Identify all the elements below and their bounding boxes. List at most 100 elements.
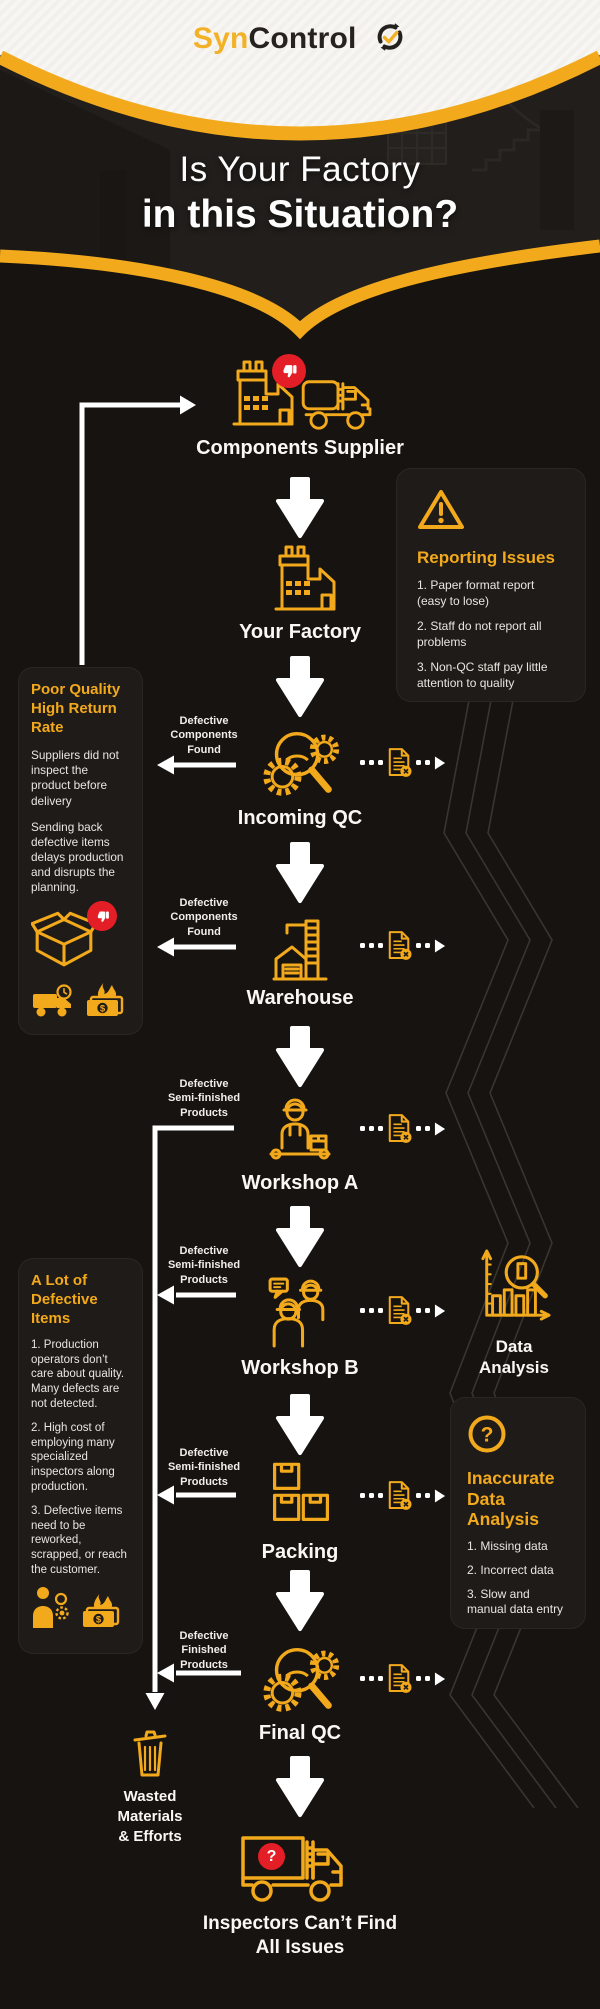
- brand-logo: SynControl: [0, 20, 600, 56]
- dot: [360, 760, 365, 765]
- question-badge: ?: [258, 1843, 285, 1870]
- right-arrowhead-icon: [434, 1304, 446, 1317]
- rejected-document-icon: [388, 748, 412, 777]
- station-label-warehouse: Warehouse: [246, 987, 354, 1009]
- callout-item: 1. Paper format report (easy to lose): [417, 578, 535, 608]
- thumbs-down-badge: [87, 901, 117, 932]
- rejected-document-icon: [388, 1114, 412, 1143]
- callout-poor-quality: Poor Quality High Return Rate Suppliers …: [18, 667, 143, 1035]
- rejected-document-icon: [388, 1296, 412, 1325]
- callout-item: 1. Missing data: [467, 1538, 548, 1553]
- dot: [360, 943, 365, 948]
- dot: [424, 1126, 430, 1131]
- station-label-final-qc: Final QC: [258, 1722, 342, 1744]
- dot: [360, 1676, 365, 1681]
- callout-title: Reporting Issues: [417, 548, 555, 567]
- station-label-inspectors: Inspectors Can’t Find All Issues: [202, 1913, 398, 1959]
- reject-label-warehouse: Defective Components Found: [170, 897, 238, 938]
- dot: [415, 760, 421, 765]
- right-arrowhead-icon: [434, 1489, 446, 1502]
- callout-item: 1. Production operators don’t care about…: [31, 1339, 125, 1410]
- station-label-incoming-qc: Incoming QC: [237, 807, 363, 829]
- dot: [378, 1308, 383, 1313]
- report-doc-arrow-workshop-b: [360, 1294, 446, 1327]
- dot: [415, 1676, 421, 1681]
- dot: [378, 760, 383, 765]
- page-title: Is Your Factory in this Situation?: [0, 150, 600, 237]
- brand-logo-rest: Control: [248, 22, 357, 55]
- callout-item: 3. Slow and manual data entry: [467, 1586, 564, 1616]
- wasted-materials-label: Wasted Materials & Efforts: [117, 1788, 183, 1845]
- sync-check-icon: [377, 23, 403, 51]
- dot: [415, 943, 421, 948]
- inspectors-truck-icon: [241, 1836, 343, 1902]
- reject-label-final-qc: Defective Finished Products: [179, 1630, 229, 1671]
- delayed-truck-icon: [33, 984, 72, 1017]
- callout-item: 3. Non-QC staff pay little attention to …: [417, 660, 548, 690]
- yellow-swoosh: [0, 239, 600, 340]
- dot: [369, 1126, 374, 1131]
- packing-boxes-icon: [272, 1462, 330, 1522]
- dot: [360, 1493, 365, 1498]
- callout-item: 2. Incorrect data: [467, 1562, 554, 1577]
- reject-label-workshop-a: Defective Semi-finished Products: [167, 1078, 241, 1119]
- open-box-icon: [30, 911, 98, 967]
- svg-text:?: ?: [481, 1424, 494, 1447]
- page-title-line1: Is Your Factory: [179, 150, 421, 189]
- callout-item: 2. High cost of employing many specializ…: [31, 1422, 115, 1493]
- dot: [378, 1493, 383, 1498]
- question-glyph: ?: [266, 1847, 277, 1865]
- right-arrowhead-icon: [434, 1122, 446, 1135]
- report-doc-arrow-warehouse: [360, 929, 446, 962]
- page-title-line2: in this Situation?: [141, 193, 459, 236]
- header-band: [0, 0, 600, 132]
- rejected-document-icon: [388, 931, 412, 960]
- station-label-workshop-b: Workshop B: [241, 1357, 359, 1379]
- dot: [360, 1308, 365, 1313]
- workshop-b-icon: [268, 1277, 325, 1348]
- station-label-factory: Your Factory: [239, 621, 361, 643]
- callout-paragraph: Suppliers did not inspect the product be…: [31, 748, 119, 808]
- thumbs-down-badge: [272, 354, 306, 388]
- callout-reporting-issues: Reporting Issues 1. Paper format report …: [396, 468, 586, 702]
- question-circle-icon: ?: [468, 1415, 506, 1453]
- dot: [378, 943, 383, 948]
- report-doc-arrow-workshop-a: [360, 1112, 446, 1145]
- callout-paragraph: Sending back defective items delays prod…: [31, 819, 124, 894]
- dot: [424, 1676, 430, 1681]
- zigzag-data-lines: [443, 694, 579, 1809]
- reject-label-incoming-qc: Defective Components Found: [170, 715, 238, 756]
- right-arrowhead-icon: [434, 756, 446, 769]
- dot: [369, 1308, 374, 1313]
- dot: [424, 760, 430, 765]
- svg-text:$: $: [100, 1003, 106, 1014]
- header-yellow-trim: [0, 50, 600, 141]
- reject-label-packing: Defective Semi-finished Products: [167, 1447, 241, 1488]
- workshop-a-icon: [269, 1098, 331, 1160]
- reject-label-workshop-b: Defective Semi-finished Products: [167, 1245, 241, 1286]
- brand-logo-accent: Syn: [192, 22, 249, 55]
- callout-title: Poor Quality High Return Rate: [31, 681, 121, 736]
- callout-inaccurate-data: ? Inaccurate Data Analysis 1. Missing da…: [450, 1397, 586, 1629]
- callout-item: 2. Staff do not report all problems: [417, 619, 542, 649]
- report-doc-arrow-final-qc: [360, 1662, 446, 1695]
- right-arrowhead-icon: [434, 1672, 446, 1685]
- report-doc-arrow-packing: [360, 1479, 446, 1512]
- data-analysis-icon: [481, 1249, 551, 1321]
- arrowheads: [145, 395, 196, 1710]
- burning-money-icon: $: [87, 981, 124, 1017]
- hero-background: [0, 0, 600, 432]
- report-doc-arrow-incoming: [360, 746, 446, 779]
- rejected-document-icon: [388, 1481, 412, 1510]
- dot: [360, 1126, 365, 1131]
- inspector-cost-icon: [33, 1587, 69, 1629]
- returned-box-figure: [30, 901, 117, 972]
- dot: [369, 760, 374, 765]
- station-label-workshop-a: Workshop A: [241, 1172, 359, 1194]
- dot: [424, 943, 430, 948]
- incoming-qc-icon: [263, 731, 340, 796]
- dot: [369, 1676, 374, 1681]
- burning-money-icon: $: [83, 1592, 120, 1628]
